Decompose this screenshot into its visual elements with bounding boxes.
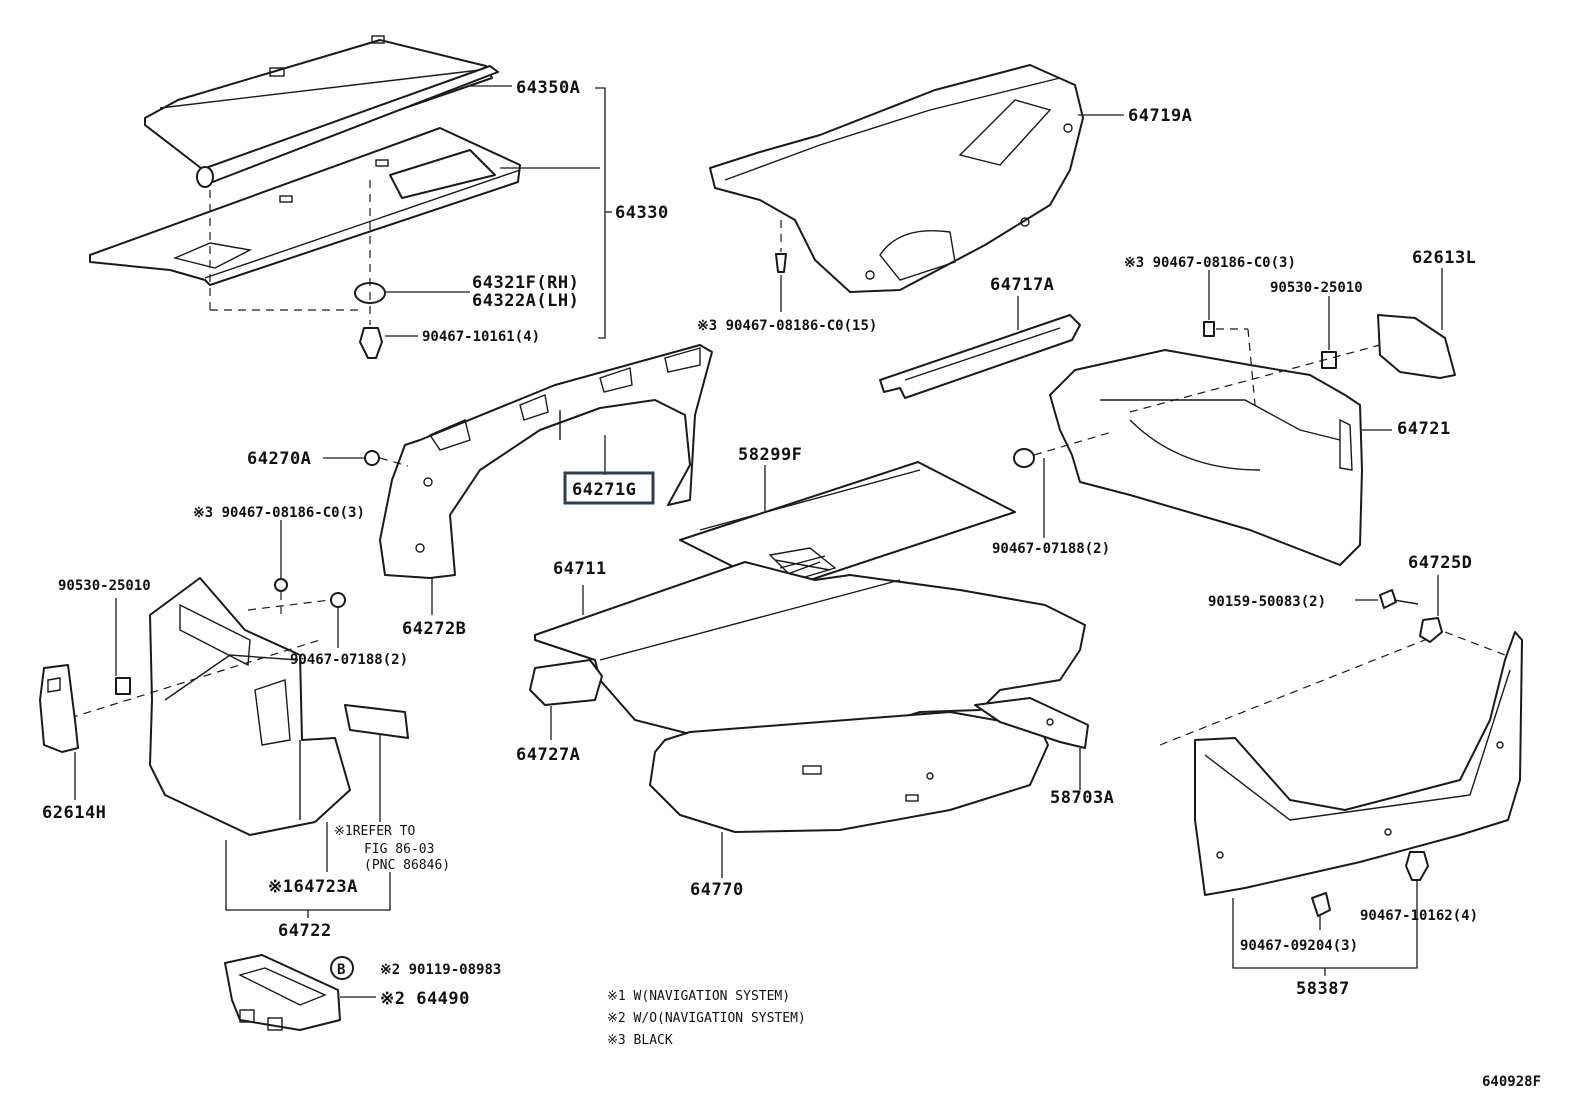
part-number[interactable]: 64725D: [1408, 553, 1472, 573]
part-90530-25010-left-label[interactable]: 90530-25010: [58, 578, 151, 594]
part-number[interactable]: 90159-50083(2): [1208, 594, 1326, 610]
part-number[interactable]: 62614H: [42, 803, 106, 823]
part-number[interactable]: 64321F(RH): [472, 273, 579, 293]
part-number[interactable]: 64330: [615, 203, 669, 223]
part-62614H-label[interactable]: 62614H: [42, 803, 106, 823]
footnotes: ※1 W(NAVIGATION SYSTEM) ※2 W/O(NAVIGATIO…: [607, 989, 806, 1048]
part-58703A-label[interactable]: 58703A: [1050, 788, 1114, 808]
figure-code: 640928F: [1482, 1074, 1541, 1090]
part-90467-07188-right-label[interactable]: 90467-07188(2): [992, 541, 1110, 557]
bracket-64717A-drawing: [879, 314, 1081, 399]
part-64719A-label[interactable]: 64719A: [1128, 106, 1192, 126]
side-box-drawing: [149, 577, 351, 836]
cover-62613L-drawing: [1377, 314, 1456, 379]
part-number[interactable]: 64717A: [990, 275, 1054, 295]
spacer-64727A-drawing: [529, 659, 603, 706]
part-number[interactable]: 64721: [1397, 419, 1451, 439]
part-number[interactable]: 90467-10162(4): [1360, 908, 1478, 924]
part-number[interactable]: 64711: [553, 559, 607, 579]
quarter-trim-right-drawing: [1049, 349, 1363, 566]
part-64322A-label[interactable]: 64322A(LH): [472, 291, 579, 311]
refer-line-1: ※1REFER TO: [334, 824, 416, 839]
refer-note: ※1REFER TO FIG 86-03 (PNC 86846): [334, 824, 450, 873]
b-marker-circle: [330, 956, 354, 980]
part-number[interactable]: 90467-09204(3): [1240, 938, 1358, 954]
footnote-1: ※1 W(NAVIGATION SYSTEM): [607, 989, 790, 1004]
part-90467-08186-15-label[interactable]: ※3 90467-08186-C0(15): [697, 318, 877, 334]
part-number[interactable]: 90530-25010: [58, 578, 151, 594]
part-64330-label[interactable]: 64330: [615, 203, 669, 223]
part-64721-label[interactable]: 64721: [1397, 419, 1451, 439]
part-number[interactable]: 64727A: [516, 745, 580, 765]
part-number[interactable]: 64322A(LH): [472, 291, 579, 311]
part-64770-label[interactable]: 64770: [690, 880, 744, 900]
board-58703A-drawing: [974, 697, 1089, 749]
part-64727A-label[interactable]: 64727A: [516, 745, 580, 765]
part-number[interactable]: 62613L: [1412, 248, 1476, 268]
part-62613L-label[interactable]: 62613L: [1412, 248, 1476, 268]
part-64711-label[interactable]: 64711: [553, 559, 607, 579]
part-64717A-label[interactable]: 64717A: [990, 275, 1054, 295]
part-number[interactable]: ※3 90467-08186-C0(15): [697, 318, 877, 334]
part-90530-25010-right-label[interactable]: 90530-25010: [1270, 280, 1363, 296]
part-90119-08983-label[interactable]: ※2 90119-08983: [380, 962, 501, 978]
footnote-3: ※3 BLACK: [607, 1033, 673, 1048]
part-64321F-label[interactable]: 64321F(RH): [472, 273, 579, 293]
part-90467-08186-3-right-label[interactable]: ※3 90467-08186-C0(3): [1124, 255, 1296, 271]
part-number[interactable]: 58299F: [738, 445, 802, 465]
part-58387-label[interactable]: 58387: [1296, 979, 1350, 999]
part-number[interactable]: 90467-07188(2): [290, 652, 408, 668]
part-64350A-label[interactable]: 64350A: [516, 78, 580, 98]
tray-64490-drawing: [224, 954, 341, 1031]
rear-panel-drawing: [1194, 631, 1523, 896]
part-number[interactable]: 64270A: [247, 449, 311, 469]
part-number[interactable]: 64350A: [516, 78, 580, 98]
part-58299F-label[interactable]: 58299F: [738, 445, 802, 465]
refer-line-3: (PNC 86846): [364, 858, 450, 873]
part-90467-10161-label[interactable]: 90467-10161(4): [422, 329, 540, 345]
part-64723A-label[interactable]: ※164723A: [268, 877, 358, 897]
part-90467-10162-label[interactable]: 90467-10162(4): [1360, 908, 1478, 924]
part-number[interactable]: ※2 90119-08983: [380, 962, 501, 978]
part-64271G-label[interactable]: 64271G: [563, 471, 655, 505]
part-number[interactable]: 64719A: [1128, 106, 1192, 126]
b-marker: B: [337, 962, 345, 978]
highlight-box: [563, 471, 655, 505]
part-number[interactable]: ※3 90467-08186-C0(3): [193, 505, 365, 521]
part-number[interactable]: 58387: [1296, 979, 1350, 999]
part-90159-50083-label[interactable]: 90159-50083(2): [1208, 594, 1326, 610]
part-64722-label[interactable]: 64722: [278, 921, 332, 941]
part-64270A-label[interactable]: 64270A: [247, 449, 311, 469]
part-number[interactable]: 64722: [278, 921, 332, 941]
part-90467-08186-3-left-label[interactable]: ※3 90467-08186-C0(3): [193, 505, 365, 521]
cover-62614H-drawing: [39, 664, 79, 753]
part-number[interactable]: 90530-25010: [1270, 280, 1363, 296]
tonneau-cover-drawing: [144, 35, 499, 188]
part-number[interactable]: 64770: [690, 880, 744, 900]
part-90467-09204-label[interactable]: 90467-09204(3): [1240, 938, 1358, 954]
part-64272B-label[interactable]: 64272B: [402, 619, 466, 639]
part-90467-07188-left-label[interactable]: 90467-07188(2): [290, 652, 408, 668]
part-number[interactable]: 90467-07188(2): [992, 541, 1110, 557]
refer-line-2: FIG 86-03: [364, 842, 434, 857]
part-number[interactable]: ※2 64490: [380, 989, 470, 1009]
part-number[interactable]: 64271G: [572, 480, 636, 500]
part-number[interactable]: 90467-10161(4): [422, 329, 540, 345]
trunk-lid-trim-drawing: [709, 64, 1084, 293]
tray-clip-drawing: [209, 180, 386, 359]
quarter-trim-left-drawing: [379, 344, 713, 579]
floor-board-drawing: [649, 711, 1049, 833]
footnote-2: ※2 W/O(NAVIGATION SYSTEM): [607, 1011, 806, 1026]
part-64725D-label[interactable]: 64725D: [1408, 553, 1472, 573]
part-number[interactable]: ※164723A: [268, 877, 358, 897]
part-64490-label[interactable]: ※2 64490: [380, 989, 470, 1009]
package-tray-drawing: [89, 127, 521, 286]
part-number[interactable]: ※3 90467-08186-C0(3): [1124, 255, 1296, 271]
part-number[interactable]: 64272B: [402, 619, 466, 639]
part-number[interactable]: 58703A: [1050, 788, 1114, 808]
